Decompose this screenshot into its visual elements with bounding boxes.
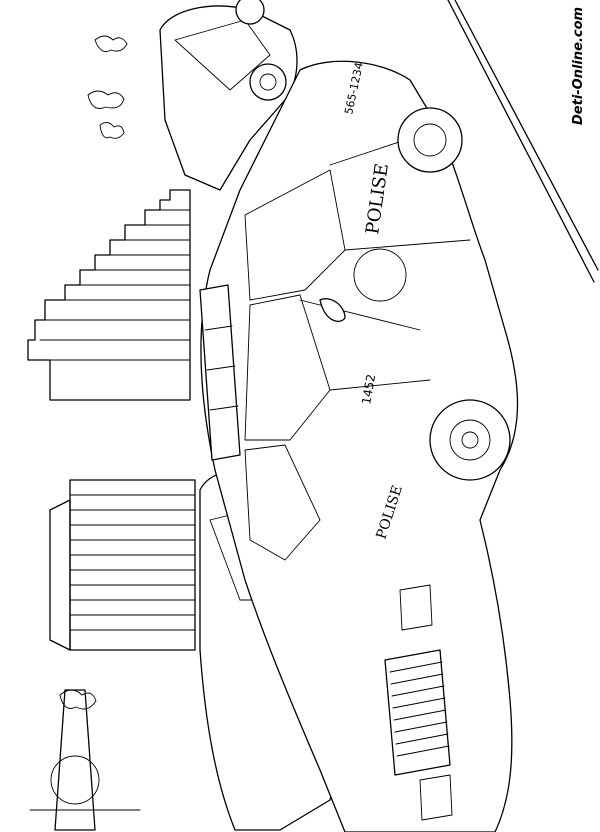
watermark-text: Deti-Online.com	[571, 7, 586, 125]
road-lines	[448, 0, 598, 282]
unit-number-text: 1452	[359, 373, 378, 406]
police-car	[200, 61, 518, 832]
office-building	[50, 480, 195, 650]
street-lamp	[30, 690, 140, 830]
background-car-top	[160, 0, 297, 190]
stepped-building	[28, 190, 190, 400]
clouds	[60, 36, 127, 709]
